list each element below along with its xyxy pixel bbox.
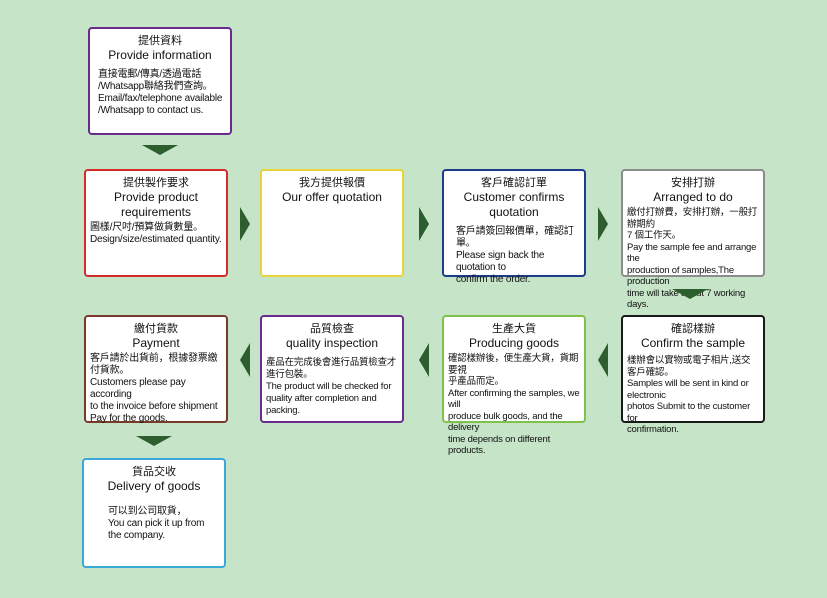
step-provide-information: 提供資料 Provide information 直接電郵/傳真/透過電話 /W…: [88, 27, 232, 135]
arrow-down-1: [142, 145, 178, 155]
step-title-zh: 貨品交收: [132, 466, 176, 478]
arrow-down-2: [672, 289, 708, 299]
step-description: 確認樣辦後，便生產大貨，貨期要視 乎產品而定。 After confirming…: [448, 353, 580, 456]
step-title-zh: 確認樣辦: [671, 323, 715, 335]
step-title-zh: 繳付貨款: [134, 323, 178, 335]
step-confirm-sample: 確認樣辦 Confirm the sample 樣辦會以實物或電子相片,送交客戶…: [621, 315, 765, 435]
step-title-en: Customer confirms quotation: [463, 190, 565, 219]
step-title-zh: 生產大貨: [492, 323, 536, 335]
step-description: 客戶請於出貨前，根據發票繳 付貨款。 Customers please pay …: [90, 353, 218, 424]
step-title-en: Producing goods: [468, 336, 560, 350]
step-description: 圖樣/尺吋/預算做貨數量。 Design/size/estimated quan…: [90, 222, 222, 245]
step-provide-requirements: 提供製作要求 Provide product requirements 圖樣/尺…: [84, 169, 228, 277]
step-payment: 繳付貨款 Payment 客戶請於出貨前，根據發票繳 付貨款。 Customer…: [84, 315, 228, 424]
step-title-en: Arranged to do: [653, 190, 733, 204]
step-arranged-to-do: 安排打辦 Arranged to do 繳付打辦費，安排打辦，一般打辦期約 7 …: [621, 169, 765, 310]
arrow-left-1: [598, 343, 608, 377]
step-title-zh: 客戶確認訂單: [481, 177, 547, 189]
step-title-en: quality inspection: [285, 336, 379, 350]
step-offer-quotation: 我方提供報價 Our offer quotation: [260, 169, 404, 277]
step-title-en: Payment: [132, 336, 180, 350]
step-description: 產品在完成後會進行品質檢查才 進行包裝。 The product will be…: [266, 357, 397, 416]
step-title-en: Provide information: [108, 48, 212, 62]
arrow-left-3: [240, 343, 250, 377]
step-title-zh: 提供製作要求: [123, 177, 189, 189]
arrow-right-3: [598, 207, 608, 241]
step-producing-goods: 生產大貨 Producing goods 確認樣辦後，便生產大貨，貨期要視 乎產…: [442, 315, 586, 456]
arrow-left-2: [419, 343, 429, 377]
step-delivery-of-goods: 貨品交收 Delivery of goods 可以到公司取貨， You can …: [82, 458, 226, 568]
arrow-right-1: [240, 207, 250, 241]
step-description: 直接電郵/傳真/透過電話 /Whatsapp聯絡我們查詢。 Email/fax/…: [98, 69, 223, 116]
step-title-en: Delivery of goods: [107, 479, 201, 493]
step-title-zh: 我方提供報價: [299, 177, 365, 189]
step-title-zh: 品質檢查: [310, 323, 354, 335]
step-description: 樣辦會以實物或電子相片,送交客戶確認。 Samples will be sent…: [627, 355, 751, 435]
step-description: 可以到公司取貨， You can pick it up from the com…: [108, 506, 205, 541]
step-customer-confirms: 客戶確認訂單 Customer confirms quotation 客戶請簽回…: [442, 169, 586, 285]
step-title-en: Our offer quotation: [282, 190, 382, 204]
step-title-zh: 安排打辦: [671, 177, 715, 189]
step-title-en: Confirm the sample: [640, 336, 746, 350]
arrow-down-3: [136, 436, 172, 446]
step-title-en: Provide product requirements: [113, 190, 199, 219]
step-description: 客戶請簽回報價單，確認訂單。 Please sign back the quot…: [456, 226, 574, 285]
step-quality-inspection: 品質檢查 quality inspection 產品在完成後會進行品質檢查才 進…: [260, 315, 404, 423]
step-title-zh: 提供資料: [138, 35, 182, 47]
arrow-right-2: [419, 207, 429, 241]
